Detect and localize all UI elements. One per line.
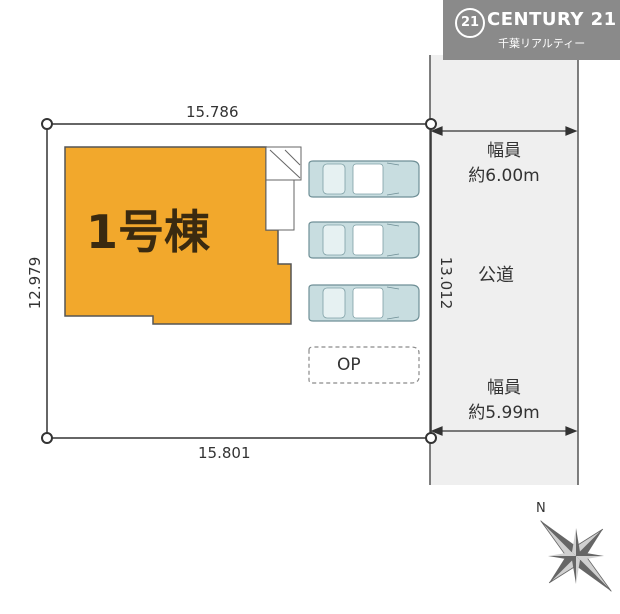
road-width-value: 約6.00m bbox=[468, 166, 540, 186]
compass-north-label: N bbox=[536, 501, 546, 516]
lot-right-depth: 13.012 bbox=[437, 256, 455, 310]
road-width-arrow bbox=[430, 426, 578, 436]
entrance-porch bbox=[265, 146, 302, 231]
road-width-value: 約5.99m bbox=[468, 403, 540, 423]
brand-name: CENTURY 21 bbox=[487, 9, 617, 30]
boundary-marker bbox=[425, 432, 437, 444]
road-width-arrow bbox=[430, 126, 578, 136]
brand-subtitle: 千葉リアルティー bbox=[498, 37, 586, 50]
optional-parking-label: OP bbox=[337, 355, 361, 375]
parking-car bbox=[308, 221, 420, 259]
boundary-marker bbox=[41, 118, 53, 130]
compass-rose bbox=[540, 520, 612, 592]
brand-header: 21 CENTURY 21 千葉リアルティー bbox=[443, 0, 620, 60]
road-width-label-bottom: 幅員 約5.99m bbox=[454, 373, 554, 423]
road-width-title: 幅員 bbox=[487, 141, 521, 161]
lot-left-depth: 12.979 bbox=[26, 256, 44, 310]
parking-car bbox=[308, 284, 420, 322]
optional-parking-space bbox=[308, 346, 420, 384]
boundary-marker bbox=[41, 432, 53, 444]
lot-top-width: 15.786 bbox=[186, 103, 239, 121]
century21-logo: 21 bbox=[455, 8, 485, 38]
parking-car bbox=[308, 160, 420, 198]
boundary-marker bbox=[425, 118, 437, 130]
road-width-title: 幅員 bbox=[487, 378, 521, 398]
road-width-label-top: 幅員 約6.00m bbox=[454, 136, 554, 186]
road bbox=[430, 55, 578, 485]
building-label: 1号棟 bbox=[86, 205, 211, 259]
road-label: 公道 bbox=[478, 265, 514, 286]
lot-bottom-width: 15.801 bbox=[198, 444, 251, 462]
